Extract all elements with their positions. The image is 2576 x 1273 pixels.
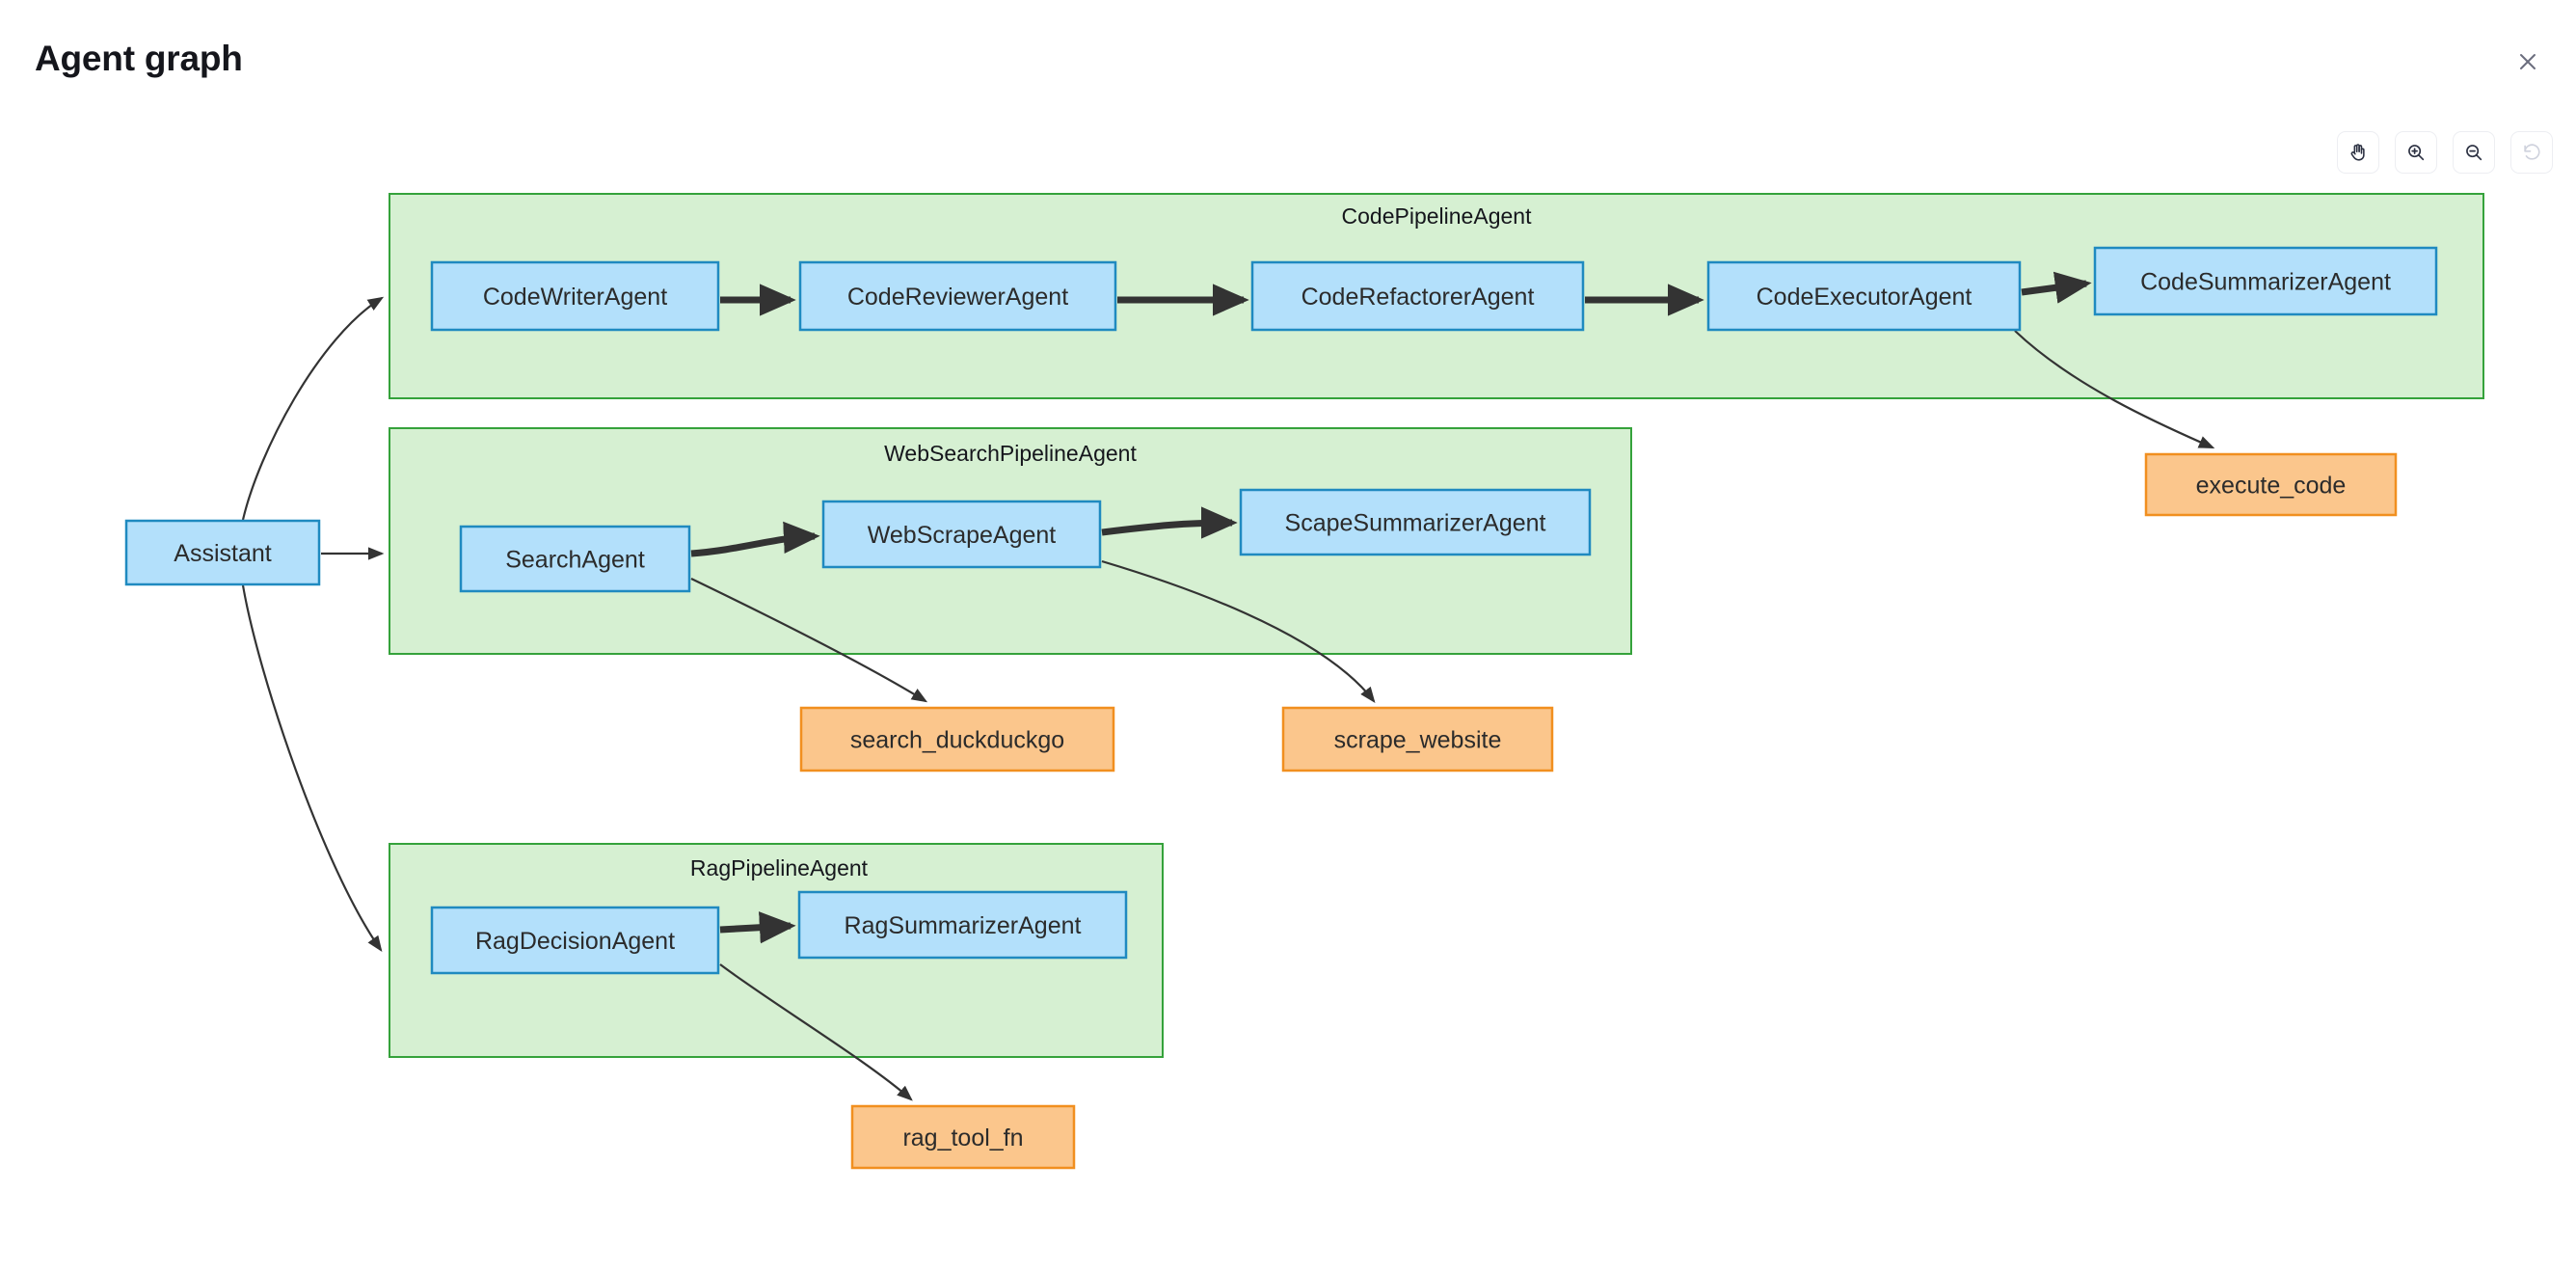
node-label: RagSummarizerAgent bbox=[845, 912, 1082, 939]
node-scrape_website[interactable]: scrape_website bbox=[1281, 706, 1554, 772]
tool-node-rect bbox=[850, 1104, 1076, 1170]
group-label: RagPipelineAgent bbox=[690, 855, 869, 880]
agent-node-rect bbox=[1250, 260, 1585, 332]
node-label: WebScrapeAgent bbox=[868, 522, 1057, 549]
node-code_reviewer[interactable]: CodeReviewerAgent bbox=[798, 260, 1117, 332]
hand-icon bbox=[2348, 142, 2369, 163]
node-assistant[interactable]: Assistant bbox=[124, 519, 321, 586]
node-web_scrape[interactable]: WebScrapeAgent bbox=[821, 500, 1102, 569]
node-label: Assistant bbox=[174, 540, 271, 567]
zoom-in-icon bbox=[2405, 142, 2427, 163]
graph-toolbar bbox=[2337, 131, 2553, 174]
node-rag_summarizer[interactable]: RagSummarizerAgent bbox=[797, 890, 1128, 960]
tool-node-rect bbox=[799, 706, 1115, 772]
node-rag_decision[interactable]: RagDecisionAgent bbox=[430, 906, 720, 975]
page-title: Agent graph bbox=[35, 39, 243, 78]
node-label: CodeSummarizerAgent bbox=[2140, 269, 2391, 296]
agent-node-rect bbox=[430, 260, 720, 332]
edge-rag_decision-to-rag_tool_fn bbox=[719, 963, 913, 1101]
agent-node-rect bbox=[2093, 246, 2438, 316]
node-code_refactorer[interactable]: CodeRefactorerAgent bbox=[1250, 260, 1585, 332]
agent-node-rect bbox=[798, 260, 1117, 332]
group-label: WebSearchPipelineAgent bbox=[884, 441, 1137, 466]
zoom-out-button[interactable] bbox=[2453, 131, 2495, 174]
node-search_duckduckgo[interactable]: search_duckduckgo bbox=[799, 706, 1115, 772]
node-label: RagDecisionAgent bbox=[475, 928, 675, 955]
tool-node-rect bbox=[1281, 706, 1554, 772]
close-icon bbox=[2516, 50, 2539, 73]
edge-assistant-to-code_pipeline bbox=[241, 296, 385, 521]
agent-node-rect bbox=[1239, 488, 1592, 556]
agent-node-rect bbox=[459, 525, 691, 593]
node-label: execute_code bbox=[2196, 473, 2347, 500]
agent-node-rect bbox=[821, 500, 1102, 569]
node-code_executor[interactable]: CodeExecutorAgent bbox=[1706, 260, 2022, 332]
node-label: SearchAgent bbox=[505, 547, 645, 574]
edge-web_scrape-to-scrape_website bbox=[1101, 559, 1376, 703]
edge-code_executor-to-code_summarizer bbox=[2021, 271, 2092, 304]
node-code_summarizer[interactable]: CodeSummarizerAgent bbox=[2093, 246, 2438, 316]
edge-web_scrape-to-scape_summarizer bbox=[1101, 506, 1238, 539]
agent-node-rect bbox=[124, 519, 321, 586]
node-execute_code[interactable]: execute_code bbox=[2144, 452, 2398, 517]
edge-search_agent-to-web_scrape bbox=[690, 521, 820, 557]
node-label: CodeRefactorerAgent bbox=[1301, 284, 1535, 311]
node-label: ScapeSummarizerAgent bbox=[1285, 510, 1546, 537]
tool-node-rect bbox=[2144, 452, 2398, 517]
node-scape_summarizer[interactable]: ScapeSummarizerAgent bbox=[1239, 488, 1592, 556]
node-code_writer[interactable]: CodeWriterAgent bbox=[430, 260, 720, 332]
node-label: search_duckduckgo bbox=[850, 727, 1064, 754]
node-label: CodeExecutorAgent bbox=[1757, 284, 1972, 311]
edge-code_executor-to-execute_code bbox=[2014, 330, 2215, 449]
zoom-in-button[interactable] bbox=[2395, 131, 2437, 174]
zoom-out-icon bbox=[2463, 142, 2484, 163]
edge-rag_decision-to-rag_summarizer bbox=[719, 911, 796, 944]
edge-assistant-to-rag_pipeline bbox=[241, 584, 383, 953]
close-button[interactable] bbox=[2507, 41, 2549, 83]
agent-node-rect bbox=[430, 906, 720, 975]
pan-tool-button[interactable] bbox=[2337, 131, 2379, 174]
node-label: rag_tool_fn bbox=[902, 1124, 1023, 1151]
node-rag_tool_fn[interactable]: rag_tool_fn bbox=[850, 1104, 1076, 1170]
edge-search_agent-to-search_duckduckgo bbox=[690, 578, 928, 703]
edges-layer bbox=[241, 271, 2215, 1101]
agent-node-rect bbox=[1706, 260, 2022, 332]
nodes-layer: Assistant CodeWriterAgent CodeReviewerAgen… bbox=[124, 246, 2438, 1170]
agent-node-rect bbox=[797, 890, 1128, 960]
group-label: CodePipelineAgent bbox=[1342, 203, 1533, 229]
node-search_agent[interactable]: SearchAgent bbox=[459, 525, 691, 593]
node-label: scrape_website bbox=[1334, 727, 1502, 754]
dialog-header: Agent graph bbox=[0, 0, 2576, 116]
node-label: CodeReviewerAgent bbox=[847, 284, 1068, 311]
node-label: CodeWriterAgent bbox=[483, 284, 667, 311]
reset-view-button[interactable] bbox=[2510, 131, 2553, 174]
reset-icon bbox=[2521, 142, 2542, 163]
